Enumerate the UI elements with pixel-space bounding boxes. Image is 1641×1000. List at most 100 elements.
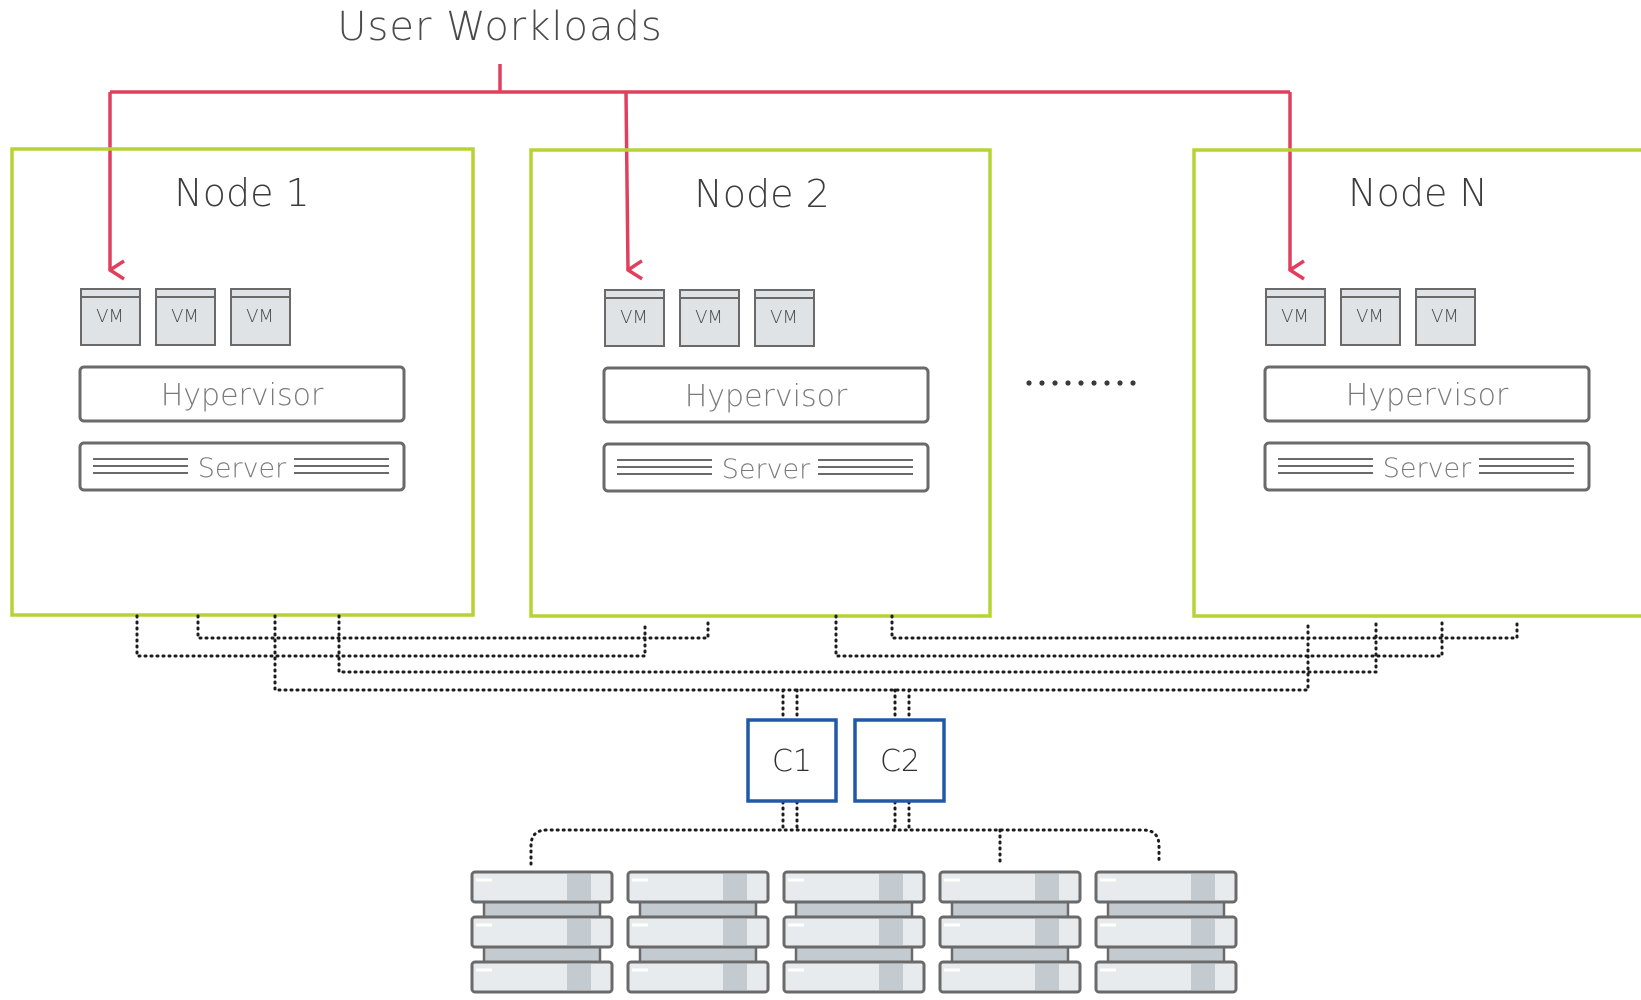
storage-tray-accent [1035,874,1059,900]
storage-tray-accent [879,919,903,945]
node-1-hypervisor-box [78,365,406,423]
node-2-server-label: Server [722,454,811,485]
storage-tray [782,960,926,994]
node-2-title: Node 2 [694,172,829,216]
fabric-link [196,614,710,640]
storage-tray [782,915,926,949]
node-n-server-vents [1278,458,1574,474]
node-1-server-label: Server [198,453,287,484]
node-n-hypervisor-box [1263,365,1591,423]
vm-label: VM [695,307,723,328]
node-n-frame [1192,148,1641,618]
fabric-link [890,614,1519,640]
vm-box [1340,288,1401,346]
vm-label: VM [770,307,798,328]
storage-array-1 [470,870,614,994]
node-2-hypervisor-label: Hypervisor [685,379,848,414]
storage-tray-connector [1106,900,1226,919]
vm-label: VM [96,306,124,327]
node-n-server-label: Server [1383,453,1472,484]
node-2-hypervisor-box [602,366,930,424]
node-1-hypervisor-label: Hypervisor [161,378,324,413]
fabric-link [273,614,1310,692]
storage-tray [626,915,770,949]
node-2-frame [529,148,992,618]
storage-bus [529,828,1161,866]
storage-tray-accent [879,874,903,900]
storage-tray [470,870,614,904]
node-n-vm-2: VM [1340,288,1401,346]
storage-array-4 [938,870,1082,994]
storage-tray-accent [1191,919,1215,945]
fabric-links [135,614,1519,866]
node-n-vm-3: VM [1415,288,1476,346]
storage-tray-accent [567,919,591,945]
storage-tray-accent [723,964,747,990]
node-1-server-box [78,441,406,492]
vm-label: VM [1356,306,1384,327]
node-1-vm-2: VM [155,288,216,346]
controller-box [853,718,946,803]
node-1-vm-1: VM [80,288,141,346]
storage-tray [782,870,926,904]
vm-label: VM [246,306,274,327]
controller-box [746,718,838,803]
vm-label: VM [1281,306,1309,327]
node-2: Node 2 VM VM VM Hypervisor Server [529,148,992,618]
storage-tray-connector [482,945,602,964]
node-1-server-vents [93,458,389,474]
storage-tray-accent [723,919,747,945]
storage-tray-accent [1035,964,1059,990]
storage-array-5 [1094,870,1238,994]
storage-tray [626,960,770,994]
storage-tray-accent [879,964,903,990]
node-2-vm-3: VM [754,289,815,347]
storage-shelves [470,870,1238,994]
vm-label: VM [1431,306,1459,327]
storage-tray [938,915,1082,949]
node-2-vm-2: VM [679,289,740,347]
node-n: Node N VM VM VM Hypervisor Server [1192,148,1641,618]
storage-tray [470,960,614,994]
node-1-title: Node 1 [174,171,309,215]
storage-tray-accent [567,964,591,990]
vm-box [155,288,216,346]
fabric-link [834,614,1444,658]
workload-arrows [108,64,1305,281]
fabric-link [135,614,647,658]
vm-label: VM [620,307,648,328]
vm-box [754,289,815,347]
node-n-hypervisor-label: Hypervisor [1346,378,1509,413]
vm-box [80,288,141,346]
storage-tray-accent [723,874,747,900]
node-n-vm-1: VM [1265,288,1326,346]
node-2-server-vents [617,459,913,475]
storage-tray [626,870,770,904]
storage-tray-connector [950,945,1070,964]
storage-tray [470,915,614,949]
node-n-server-box [1263,441,1591,492]
storage-array-2 [626,870,770,994]
more-nodes-ellipsis [1026,380,1136,386]
storage-tray-accent [567,874,591,900]
storage-tray-connector [482,900,602,919]
vm-box [679,289,740,347]
storage-tray [938,870,1082,904]
node-2-vm-1: VM [604,289,665,347]
node-1: Node 1 VM VM VM Hypervisor Server [10,147,475,617]
controller-c1: C1 [746,718,838,803]
node-n-title: Node N [1348,171,1488,215]
vm-box [1265,288,1326,346]
node-1-vm-3: VM [230,288,291,346]
arrow-to-node-2 [624,91,644,281]
controller-label: C2 [880,744,920,779]
node-2-server-box [602,442,930,493]
storage-tray-connector [1106,945,1226,964]
storage-tray [1094,870,1238,904]
fabric-link [337,614,1378,674]
storage-tray-connector [794,945,914,964]
storage-tray-accent [1035,919,1059,945]
storage-tray-accent [1191,964,1215,990]
storage-tray-accent [1191,874,1215,900]
